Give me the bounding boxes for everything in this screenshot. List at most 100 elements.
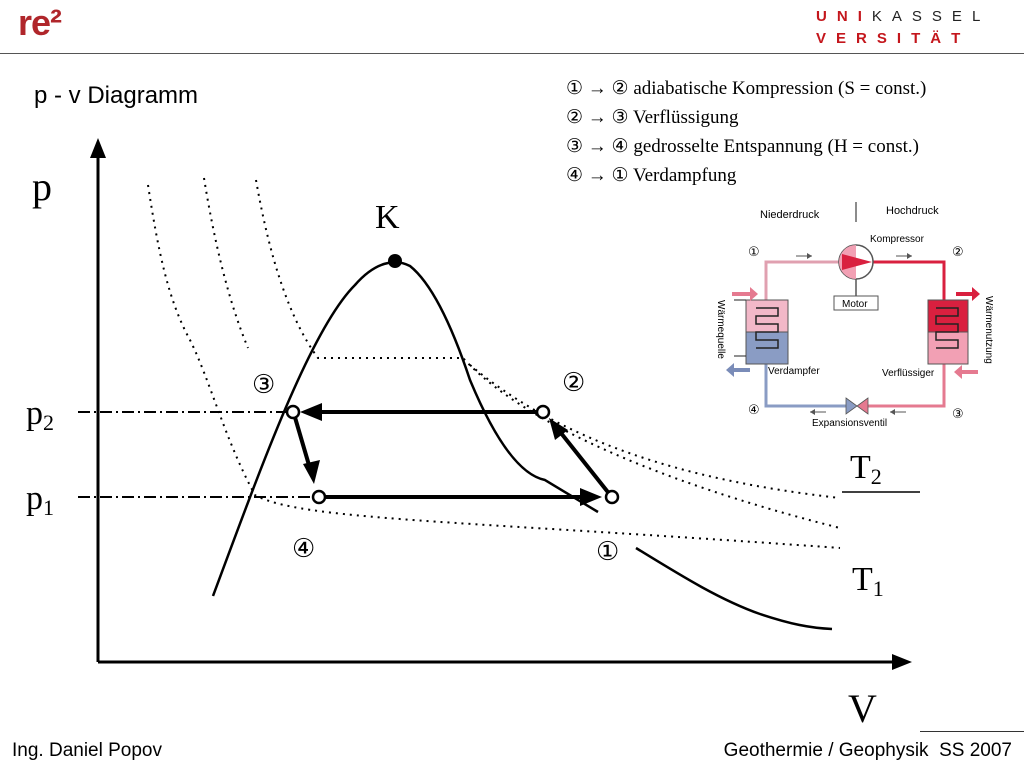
arrow-3-to-4 — [292, 413, 313, 473]
arrow-1-to-2 — [555, 426, 613, 498]
y-axis-label: p — [32, 164, 52, 209]
discharge-pipe — [872, 260, 946, 300]
heat-use-label: Wärmenutzung — [983, 296, 994, 364]
logo-letter: T — [911, 30, 931, 47]
isotherm-upper-left — [203, 177, 249, 349]
arrow-head-icon — [300, 403, 322, 421]
p1-label-sub: 1 — [43, 495, 54, 520]
schematic-point-3: ③ — [952, 407, 964, 422]
y-axis-arrow-icon — [90, 138, 106, 158]
state-point-3 — [285, 404, 301, 420]
p2-label-sub: 2 — [43, 410, 54, 435]
heat-pump-schematic: Niederdruck Hochdruck Kompressor ① ② ④ ③… — [715, 202, 994, 429]
condenser-coil — [935, 307, 959, 349]
logo-letter: I — [857, 8, 872, 25]
t1-label: T1 — [852, 561, 884, 601]
logo-letter: Ä — [930, 30, 952, 47]
logo-letter: R — [856, 30, 877, 47]
low-pressure-label: Niederdruck — [760, 209, 820, 221]
p2-label: p2 — [26, 395, 54, 435]
uni-kassel-logo-line2: VERSITÄT — [816, 30, 970, 47]
state-label-4: ④ — [292, 534, 315, 564]
footer-divider — [920, 731, 1024, 732]
header-divider — [0, 53, 1024, 54]
schematic-point-1: ① — [748, 245, 760, 260]
logo-letter: L — [971, 8, 991, 25]
expansion-valve-cold-icon — [845, 397, 858, 415]
legend-item: ④ → ① Verdampfung — [566, 165, 737, 186]
logo-letter: N — [836, 8, 858, 25]
motor-box — [833, 295, 879, 311]
process-legend: ① → ② adiabatische Kompression (S = cons… — [566, 74, 926, 190]
schematic-point-4: ④ — [748, 403, 760, 418]
isotherm-t1-low — [147, 184, 841, 549]
p1-label: p1 — [26, 480, 54, 520]
x-axis-arrow-icon — [892, 654, 912, 670]
logo-letter: S — [911, 8, 932, 25]
superheated-curve — [635, 546, 833, 631]
footer-course: Geothermie / Geophysik SS 2007 — [723, 740, 1012, 761]
logo-letter: I — [896, 30, 912, 47]
t2-label-sub: 2 — [871, 464, 882, 489]
arrow-head-icon — [549, 418, 568, 440]
heat-source-label: Wärmequelle — [715, 300, 726, 359]
logo-letter: E — [836, 30, 857, 47]
compressor-wedge — [842, 254, 872, 270]
critical-point-marker — [388, 254, 402, 268]
legend-item: ② → ③ Verflüssigung — [566, 107, 739, 128]
evaporator-label: Verdampfer — [768, 366, 820, 377]
t1-label-sub: 1 — [873, 576, 884, 601]
critical-point-label: K — [375, 199, 400, 236]
evaporator-coil — [755, 307, 779, 349]
t2-label-main: T — [850, 449, 871, 486]
logo-letter: U — [816, 8, 837, 25]
t2-label: T2 — [850, 449, 882, 489]
state-point-4 — [311, 489, 327, 505]
uni-kassel-logo-line1: UNIKASSEL — [816, 8, 990, 25]
schematic-point-2: ② — [952, 245, 964, 260]
t1-label-main: T — [852, 561, 873, 598]
suction-pipe — [764, 260, 840, 300]
logo-letter: E — [951, 8, 972, 25]
heat-source-out-arrow-icon — [726, 363, 750, 377]
logo-letter: T — [951, 30, 971, 47]
expansion-pipe — [764, 364, 846, 408]
state-label-3: ③ — [252, 370, 275, 400]
condenser-label: Verflüssiger — [882, 368, 935, 379]
logo-letter: K — [871, 8, 892, 25]
high-pressure-label: Hochdruck — [886, 205, 939, 217]
logo-letter: S — [876, 30, 897, 47]
p2-label-main: p — [26, 395, 43, 432]
x-axis-label: V — [848, 686, 877, 731]
page-title: p - v Diagramm — [34, 82, 199, 109]
p1-label-main: p — [26, 480, 43, 517]
logo-letter: V — [816, 30, 837, 47]
logo-letter: A — [891, 8, 912, 25]
flow-arrow-icon — [890, 409, 895, 415]
state-label-1: ① — [596, 537, 619, 567]
isotherm-t2 — [469, 364, 841, 499]
saturation-curve — [211, 261, 599, 597]
heat-source-in-arrow-icon — [732, 287, 758, 301]
motor-label: Motor — [842, 299, 868, 310]
expansion-valve-label: Expansionsventil — [812, 418, 887, 429]
flow-arrow-icon — [810, 409, 815, 415]
compressor-label: Kompressor — [870, 234, 925, 245]
state-point-1 — [604, 489, 620, 505]
re2-logo: re² — [18, 2, 62, 43]
logo-letter: S — [931, 8, 952, 25]
legend-item: ① → ② adiabatische Kompression (S = cons… — [566, 78, 927, 99]
legend-item: ③ → ④ gedrosselte Entspannung (H = const… — [566, 136, 919, 157]
flow-arrow-icon — [807, 253, 812, 259]
state-point-2 — [535, 404, 551, 420]
expansion-valve-warm-icon — [856, 397, 869, 415]
footer-author: Ing. Daniel Popov — [12, 740, 162, 761]
state-label-2: ② — [562, 368, 585, 398]
heat-use-out-arrow-icon — [956, 287, 980, 301]
heat-use-in-arrow-icon — [954, 365, 978, 379]
flow-arrow-icon — [907, 253, 912, 259]
arrow-head-icon — [580, 488, 602, 506]
liquid-pipe — [868, 364, 946, 408]
arrow-head-icon — [303, 460, 320, 484]
